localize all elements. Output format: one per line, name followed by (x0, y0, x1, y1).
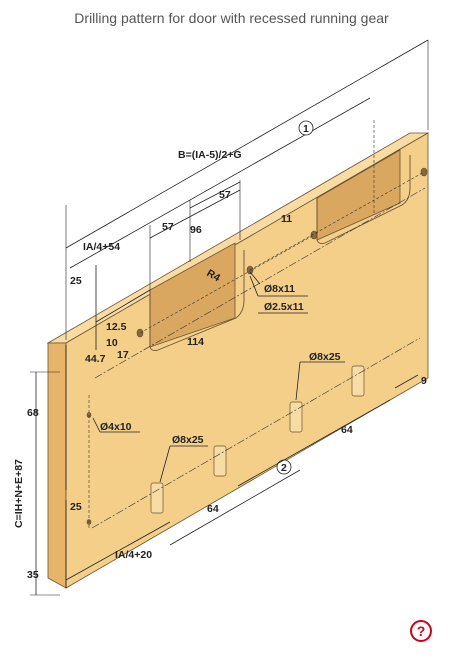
label-57-left: 57 (162, 221, 174, 233)
label-r4: R4 (205, 267, 223, 284)
right-recess-rim (316, 155, 411, 245)
label-57-top: 57 (219, 189, 231, 201)
label-hole-8x25-left: Ø8x25 (172, 434, 204, 446)
label-12-5: 12.5 (106, 321, 127, 333)
label-ia4-54: IA/4+54 (83, 241, 120, 253)
label-17: 17 (117, 349, 129, 361)
label-35: 35 (27, 569, 39, 581)
label-64-right: 64 (341, 424, 353, 436)
label-9: 9 (421, 375, 427, 387)
label-25-top: 25 (70, 275, 82, 287)
circle-label-1: 1 (303, 123, 309, 135)
label-hole-4x10: Ø4x10 (100, 421, 132, 433)
label-hole-8x25-right: Ø8x25 (309, 351, 341, 363)
drill-holes (86, 167, 428, 525)
label-114: 114 (187, 336, 204, 348)
label-ia4-20: IA/4+20 (115, 549, 152, 561)
circle-label-2: 2 (281, 462, 287, 474)
help-button[interactable]: ? (410, 620, 432, 642)
panel-side-face (47, 342, 67, 589)
label-68: 68 (27, 407, 39, 419)
label-25-low: 25 (70, 501, 82, 513)
diagram-title: Drilling pattern for door with recessed … (74, 10, 389, 26)
label-44-7: 44.7 (85, 353, 106, 365)
label-96: 96 (190, 224, 202, 236)
label-b-formula: B=(IA-5)/2+G (178, 149, 242, 161)
left-recess-rim (149, 250, 245, 352)
label-10: 10 (106, 337, 118, 349)
label-11: 11 (281, 213, 292, 225)
label-c-formula: C=IH+N+E+87 (13, 459, 25, 528)
dowel-pins (150, 365, 365, 514)
label-hole-8x11: Ø8x11 (264, 283, 295, 295)
label-hole-2-5x11: Ø2.5x11 (264, 301, 304, 313)
label-64-left: 64 (207, 503, 219, 515)
